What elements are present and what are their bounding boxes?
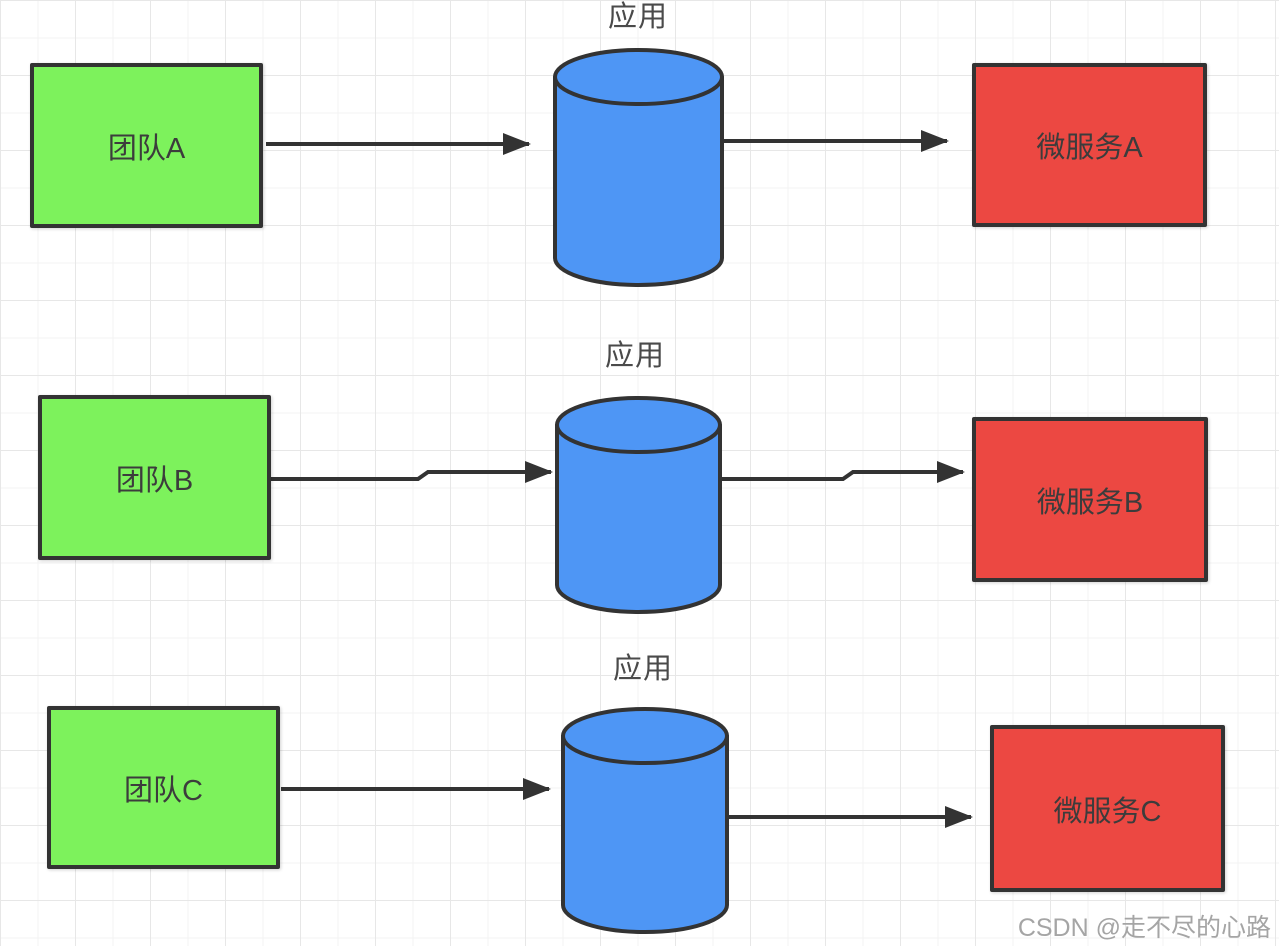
- database-cylinder-top: [553, 48, 724, 106]
- arrow-team-b-to-app: [271, 461, 553, 483]
- microservice-a-node: 微服务A: [972, 63, 1207, 227]
- microservice-b-label: 微服务B: [1036, 486, 1144, 519]
- team-a-node: 团队A: [30, 63, 263, 228]
- app-node-3: [561, 707, 729, 934]
- team-c-label: 团队C: [124, 774, 203, 807]
- app-node-label: 应用: [607, 1, 669, 33]
- team-a-label: 团队A: [107, 132, 186, 165]
- csdn-watermark: CSDN @走不尽的心路: [1017, 914, 1271, 942]
- database-cylinder-icon: [553, 75, 724, 287]
- database-cylinder-top: [561, 707, 729, 765]
- team-c-node: 团队C: [47, 706, 280, 869]
- microservice-b-node: 微服务B: [972, 417, 1208, 582]
- microservice-a-label: 微服务A: [1036, 132, 1143, 164]
- app-node-1: [553, 48, 724, 287]
- arrow-app-to-service-b: [720, 461, 965, 483]
- app-node-2: [555, 396, 722, 614]
- microservice-c-label: 微服务C: [1053, 795, 1162, 828]
- team-b-label: 团队B: [115, 464, 194, 497]
- database-cylinder-top: [555, 396, 722, 454]
- app-node-label: 应用: [612, 653, 674, 685]
- team-b-node: 团队B: [38, 395, 271, 560]
- database-cylinder-icon: [555, 423, 722, 614]
- microservice-c-node: 微服务C: [990, 725, 1225, 892]
- app-node-label: 应用: [604, 340, 666, 372]
- database-cylinder-icon: [561, 734, 729, 934]
